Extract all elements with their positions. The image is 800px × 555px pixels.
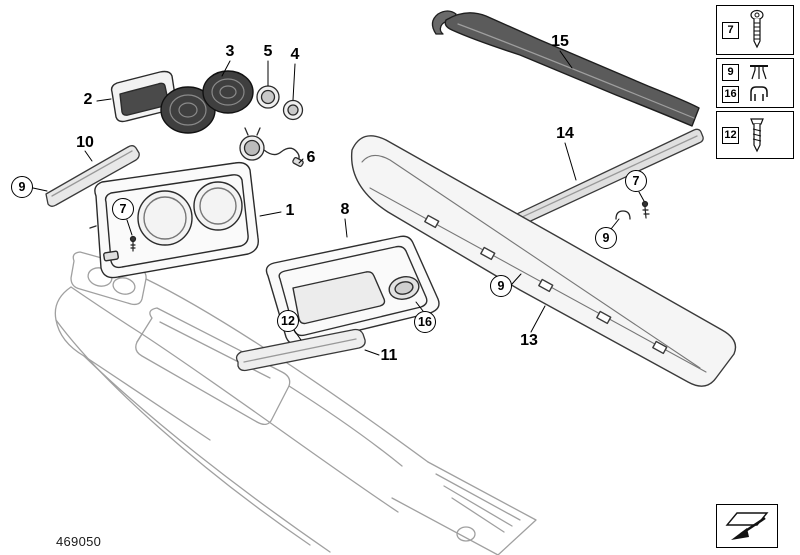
- callout-6[interactable]: 6: [306, 149, 316, 166]
- callout-9-left[interactable]: 9: [11, 176, 33, 198]
- part-armrest-trim-dark: [431, 10, 700, 127]
- legend-item-12[interactable]: 12: [716, 111, 794, 159]
- part-socket-5: [256, 85, 280, 109]
- direction-symbol-box: [716, 504, 778, 548]
- screw-detail-right: [641, 200, 650, 219]
- callout-3[interactable]: 3: [225, 43, 235, 60]
- part-trim-strip-left: [45, 145, 140, 207]
- callout-16[interactable]: 16: [414, 311, 436, 333]
- part-center-console-body: [54, 251, 537, 555]
- self-tapping-screw-icon: [750, 118, 764, 153]
- legend-number-box: 7: [722, 21, 739, 39]
- legend-number-box: 12: [722, 126, 739, 144]
- part-trim-piece-11: [235, 328, 366, 372]
- callout-11[interactable]: 11: [380, 347, 398, 364]
- part-power-socket-cable: [239, 127, 304, 167]
- callout-7-left[interactable]: 7: [112, 198, 134, 220]
- callout-9-middle[interactable]: 9: [490, 275, 512, 297]
- part-side-trim-panel: [350, 135, 737, 387]
- legend-number-box: 9: [722, 63, 739, 81]
- direction-of-travel-icon: [725, 512, 769, 540]
- legend-item-9[interactable]: 9: [722, 62, 788, 82]
- callout-5[interactable]: 5: [263, 43, 273, 60]
- callout-1[interactable]: 1: [285, 202, 295, 219]
- part-socket-4: [282, 99, 304, 121]
- part-shifter-trim-frame: [265, 235, 440, 346]
- spring-clip-icon: [750, 86, 768, 101]
- callout-2[interactable]: 2: [83, 91, 93, 108]
- callout-13[interactable]: 13: [520, 332, 538, 349]
- callout-10[interactable]: 10: [76, 134, 94, 151]
- legend-item-7[interactable]: 7: [716, 5, 794, 55]
- legend-item-16[interactable]: 16: [722, 84, 788, 104]
- callout-9-right[interactable]: 9: [595, 227, 617, 249]
- screw-detail-left: [129, 235, 137, 252]
- expanding-rivet-icon: [750, 65, 768, 80]
- diagram-number: 469050: [56, 534, 102, 549]
- fastener-legend: 7 9 16 12: [716, 5, 794, 159]
- callout-4[interactable]: 4: [290, 46, 300, 63]
- legend-item-9-16: 9 16: [716, 58, 794, 108]
- callout-8[interactable]: 8: [340, 201, 350, 218]
- part-cupholder-assembly: [89, 161, 259, 279]
- part-cupholder-mats: [160, 70, 254, 134]
- callout-12[interactable]: 12: [277, 310, 299, 332]
- leader-lines: [32, 50, 645, 356]
- callout-14[interactable]: 14: [556, 125, 574, 142]
- clip-detail-right: [615, 210, 631, 220]
- callout-7-right[interactable]: 7: [625, 170, 647, 192]
- torx-screw-icon: [750, 9, 764, 49]
- callout-15[interactable]: 15: [551, 33, 569, 50]
- legend-number-box: 16: [722, 85, 739, 103]
